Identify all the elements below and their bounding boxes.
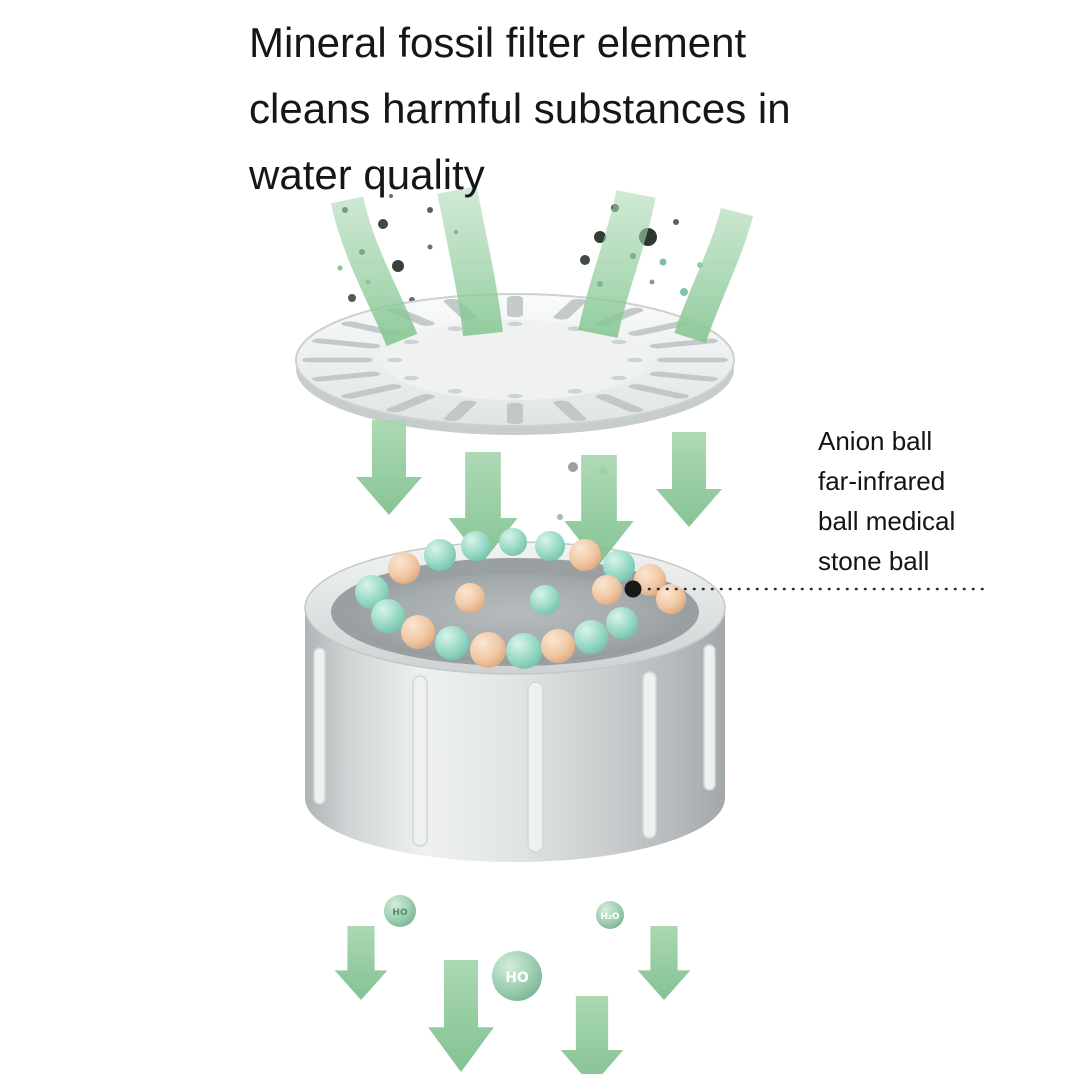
callout-line-1: Anion ball — [818, 426, 933, 456]
water-molecule-label: H₂O — [600, 912, 619, 922]
callout-line-3: ball medical — [818, 506, 956, 536]
callout-dot — [624, 580, 642, 598]
callout-line-4: stone ball — [818, 546, 930, 576]
inflow-streams — [330, 186, 754, 347]
title-line-1: Mineral fossil filter element — [249, 19, 747, 66]
title-line-3: water quality — [249, 151, 485, 198]
basket-wall-slots — [313, 644, 716, 853]
callout-line-2: far-infrared — [818, 466, 946, 496]
water-molecule-label: HO — [505, 970, 529, 986]
lid-holes — [387, 321, 643, 399]
page-title: Mineral fossil filter element cleans har… — [249, 10, 791, 208]
title-line-2: cleans harmful substances in — [249, 85, 791, 132]
mineral-balls-callout: Anion ball far-infrared ball medical sto… — [818, 421, 955, 581]
outflow-arrows — [334, 926, 691, 1074]
water-molecule-label: HO — [392, 908, 408, 918]
inflow-arrows — [356, 420, 722, 565]
water-molecules: HO H₂O HO — [384, 895, 624, 1001]
mineral-balls — [355, 528, 686, 669]
filter-lid — [295, 293, 735, 435]
